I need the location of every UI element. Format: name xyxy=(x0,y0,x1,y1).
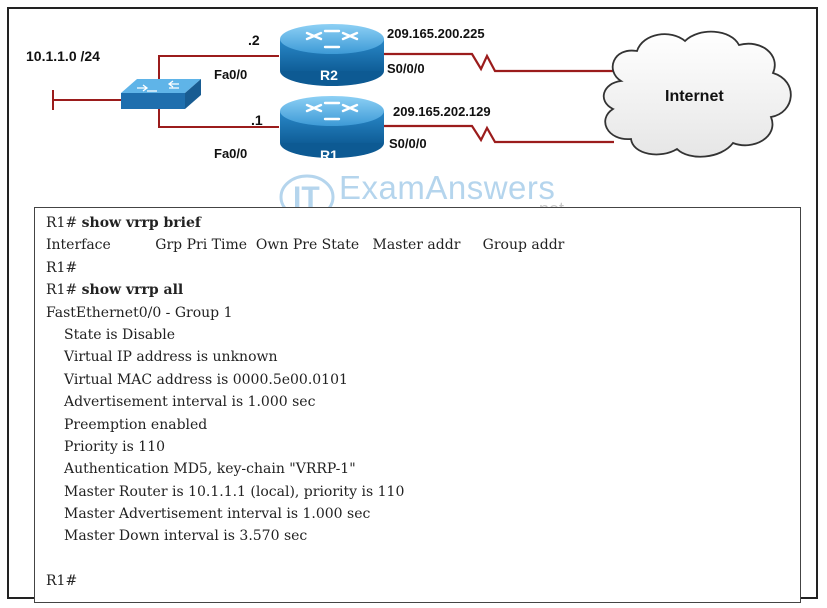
router-r1-icon xyxy=(280,96,384,158)
link-switch-r2 xyxy=(158,55,279,81)
internet-cloud-icon xyxy=(602,30,792,158)
cli-detail-line: State is Disable xyxy=(64,326,175,343)
link-switch-r1 xyxy=(158,109,279,128)
r2-host-label: .2 xyxy=(248,32,260,48)
r2-wan-ip-label: 209.165.200.225 xyxy=(387,26,485,41)
cli-detail-line: Master Down interval is 3.570 sec xyxy=(64,528,308,545)
r1-lan-interface-label: Fa0/0 xyxy=(214,146,248,161)
network-topology xyxy=(52,24,792,158)
r1-wan-interface-label: S0/0/0 xyxy=(389,136,427,151)
r1-name-label: R1 xyxy=(320,147,338,163)
switch-icon xyxy=(121,79,201,109)
serial-link-r2 xyxy=(384,52,614,73)
cli-detail-line: Master Advertisement interval is 1.000 s… xyxy=(64,506,371,523)
internet-label: Internet xyxy=(665,88,724,105)
cli-header-line: Interface Grp Pri Time Own Pre State Mas… xyxy=(46,237,565,254)
r1-wan-ip-label: 209.165.202.129 xyxy=(393,104,491,119)
cli-prompt: R1# xyxy=(46,259,78,276)
cli-detail-line: Virtual MAC address is 0000.5e00.0101 xyxy=(64,371,348,388)
r2-wan-interface-label: S0/0/0 xyxy=(387,61,425,76)
cli-prompt: R1# xyxy=(46,282,78,299)
lan-subnet-label: 10.1.1.0 /24 xyxy=(26,48,100,64)
cli-output: R1# show vrrp brief Interface Grp Pri Ti… xyxy=(34,207,801,603)
cli-blank-line xyxy=(46,548,800,570)
watermark: IT ExamAnswers .net xyxy=(277,167,597,221)
router-r2-icon xyxy=(280,24,384,86)
cli-detail-line: Preemption enabled xyxy=(64,416,208,433)
cli-detail-line: Authentication MD5, key-chain "VRRP-1" xyxy=(64,461,356,478)
cli-detail-line: Virtual IP address is unknown xyxy=(64,349,278,366)
r2-lan-interface-label: Fa0/0 xyxy=(214,67,248,82)
watermark-brand: ExamAnswers xyxy=(339,169,556,206)
serial-link-r1 xyxy=(384,124,614,144)
cli-detail-line: Priority is 110 xyxy=(64,438,166,455)
cli-detail-line: Advertisement interval is 1.000 sec xyxy=(64,394,316,411)
cli-command: show vrrp all xyxy=(81,282,184,299)
cli-line: R1# show vrrp brief xyxy=(46,212,800,234)
cli-detail-line: Master Router is 10.1.1.1 (local), prior… xyxy=(64,483,405,500)
cli-final-prompt: R1# xyxy=(46,573,78,590)
cli-group-line: FastEthernet0/0 - Group 1 xyxy=(46,304,233,321)
cli-prompt: R1# xyxy=(46,215,78,231)
exhibit-frame: 10.1.1.0 /24 .2 Fa0/0 R2 209.165.200.225… xyxy=(7,7,818,603)
r2-name-label: R2 xyxy=(320,67,338,83)
cli-command: show vrrp brief xyxy=(81,215,201,231)
cli-line: R1# show vrrp all xyxy=(46,279,800,301)
r1-host-label: .1 xyxy=(251,112,263,128)
